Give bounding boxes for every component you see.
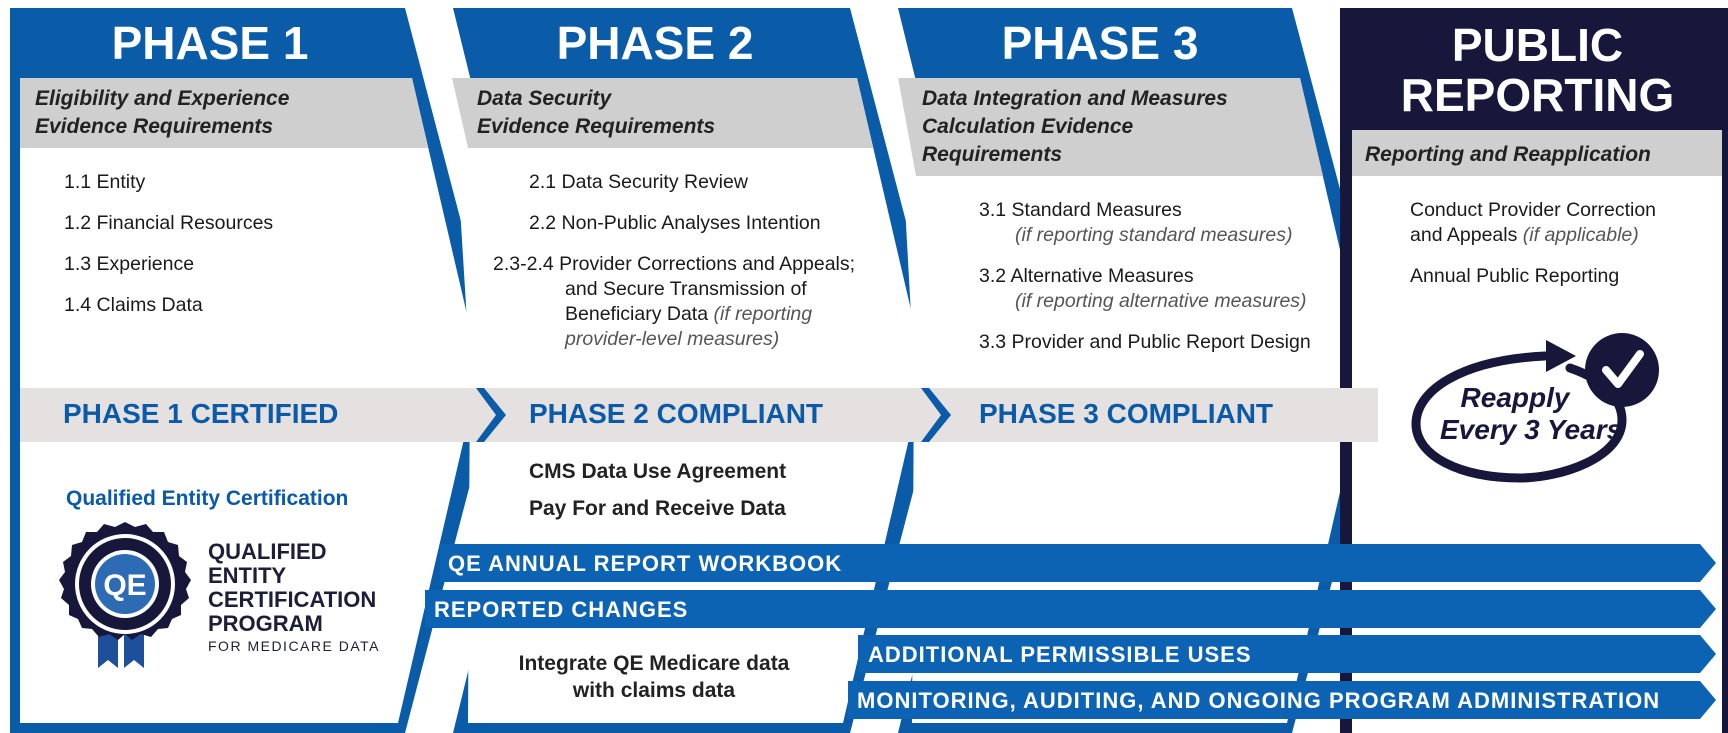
banner-reported-changes [425, 590, 1716, 628]
banner-annual-report [440, 544, 1716, 582]
banner-permissible-uses [858, 635, 1716, 673]
phase-1-item-claims: 1.4 Claims Data [64, 294, 203, 316]
checkmark-icon [1602, 350, 1644, 388]
phase-1-subtitle-line-1: Eligibility and Experience [35, 87, 290, 110]
reapply-line-1: Reapply [1460, 382, 1570, 413]
phase-3-item-alternative-note: (if reporting alternative measures) [1015, 290, 1307, 312]
phase-2-item-non-public: 2.2 Non-Public Analyses Intention [529, 212, 821, 234]
phase-2-pay-receive: Pay For and Receive Data [529, 497, 786, 520]
check-badge [1585, 333, 1659, 407]
banner-label-permissible-uses: ADDITIONAL PERMISSIBLE USES [868, 642, 1252, 667]
phase-3-item-alternative: 3.2 Alternative Measures [979, 265, 1194, 287]
banner-label-reported-changes: REPORTED CHANGES [434, 597, 689, 622]
phase-2-item-corrections: 2.3-2.4 Provider Corrections and Appeals… [493, 253, 856, 275]
status-band-chevron-2 [921, 388, 951, 442]
phase-3-subtitle-line-2: Calculation Evidence [922, 115, 1134, 138]
phase-3-item-standard-note: (if reporting standard measures) [1015, 224, 1293, 246]
phase-3-status: PHASE 3 COMPLIANT [979, 398, 1274, 429]
banner-label-annual-report: QE ANNUAL REPORT WORKBOOK [448, 551, 843, 576]
phase-2-subtitle-line-2: Evidence Requirements [477, 115, 716, 138]
phase-2-subtitle-band [452, 78, 873, 148]
status-band-chevron-1 [476, 388, 506, 442]
phase-3-title: PHASE 3 [1001, 17, 1199, 69]
phase-2-status: PHASE 2 COMPLIANT [529, 398, 824, 429]
qe-seal-logo: QE [59, 522, 191, 668]
phase-2-subtitle-line-1: Data Security [477, 87, 612, 110]
beneficiary-note: (if reporting [713, 303, 813, 325]
logo-name-line-1: QUALIFIED [208, 539, 327, 564]
phase-2-item-provider-level: provider-level measures) [565, 328, 780, 350]
status-band [20, 388, 1378, 442]
phase-2-title: PHASE 2 [556, 17, 754, 69]
public-item-annual: Annual Public Reporting [1410, 265, 1620, 287]
phase-2-item-corrections-cont: and Secure Transmission of [565, 278, 807, 300]
banner-monitoring [848, 681, 1716, 719]
public-title-line-2: REPORTING [1400, 69, 1675, 121]
svg-text:QE: QE [103, 569, 146, 602]
logo-name-line-4: PROGRAM [208, 611, 323, 636]
certification-label: Qualified Entity Certification [66, 487, 349, 510]
banner-label-monitoring: MONITORING, AUDITING, AND ONGOING PROGRA… [857, 688, 1661, 713]
reapply-line-2: Every 3 Years [1440, 414, 1623, 445]
appeals-note: (if applicable) [1522, 224, 1639, 246]
phase-2-item-security-review: 2.1 Data Security Review [529, 171, 748, 193]
logo-name-line-3: CERTIFICATION [208, 587, 377, 612]
beneficiary-text: Beneficiary Data [565, 303, 709, 325]
phase-3-item-report-design: 3.3 Provider and Public Report Design [979, 331, 1311, 353]
cycle-arrowhead [1546, 340, 1576, 372]
phase-1-subtitle-band [20, 78, 428, 148]
public-item-correction: Conduct Provider Correction [1410, 199, 1657, 221]
integrate-line-1: Integrate QE Medicare data [518, 652, 790, 675]
phase-1-item-entity: 1.1 Entity [64, 171, 146, 193]
phase-3-item-standard: 3.1 Standard Measures [979, 199, 1182, 221]
phase-3-subtitle-band [898, 78, 1323, 176]
phase-1-title: PHASE 1 [111, 17, 309, 69]
logo-tagline: FOR MEDICARE DATA [208, 638, 380, 654]
public-item-appeals: and Appeals (if applicable) [1410, 223, 1639, 248]
phase-3-subtitle-line-1: Data Integration and Measures [922, 87, 1228, 110]
public-title-line-1: PUBLIC [1451, 19, 1624, 71]
phase-2-dua: CMS Data Use Agreement [529, 460, 787, 483]
integrate-line-2: with claims data [572, 679, 736, 702]
cycle-arrow-icon [1411, 351, 1627, 483]
phase-1-item-financial: 1.2 Financial Resources [64, 212, 274, 234]
phase-2-item-beneficiary: Beneficiary Data (if reporting [565, 302, 812, 327]
appeals-text: and Appeals [1410, 224, 1518, 246]
phase-1-status: PHASE 1 CERTIFIED [63, 398, 339, 429]
public-subtitle: Reporting and Reapplication [1365, 143, 1651, 166]
phase-1-item-experience: 1.3 Experience [64, 253, 195, 275]
reapply-cycle [1411, 333, 1659, 483]
logo-name-line-2: ENTITY [208, 563, 287, 588]
phase-3-subtitle-line-3: Requirements [922, 143, 1063, 166]
public-subtitle-band [1352, 130, 1722, 176]
phase-1-subtitle-line-2: Evidence Requirements [35, 115, 274, 138]
